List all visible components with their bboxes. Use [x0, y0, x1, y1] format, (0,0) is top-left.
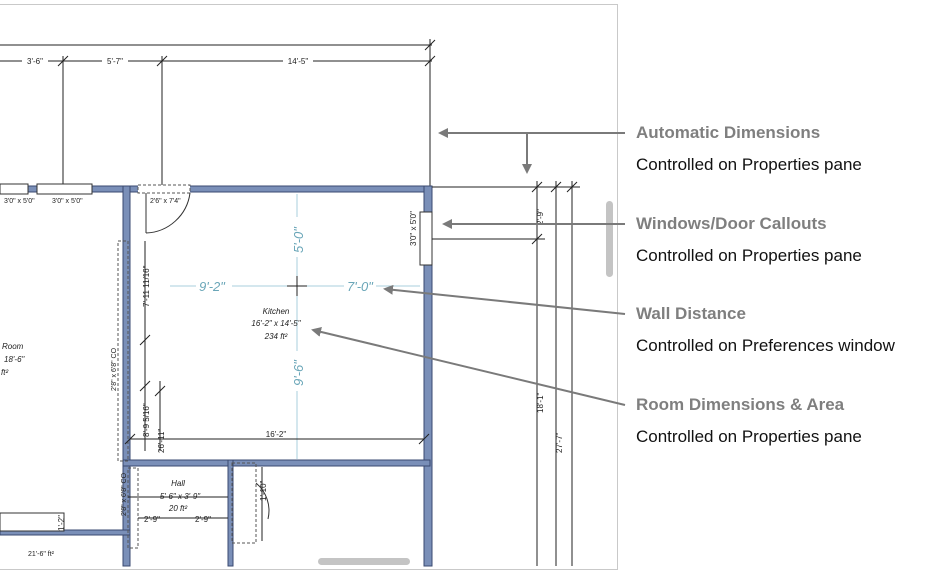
wall-distance-left: 9'-2": [199, 279, 226, 294]
wall-distance-right: 7'-0": [347, 279, 374, 294]
callout-desc-window-door-callouts: Controlled on Properties pane: [636, 246, 862, 265]
misc-label: 1'-2": [57, 515, 66, 531]
callout-title-wall-distance: Wall Distance: [636, 304, 746, 323]
interior-dim: 16'-2": [266, 430, 287, 439]
wall-distance-down: 9'-6": [291, 359, 306, 386]
room-left-area: ft²: [1, 368, 8, 377]
wall-distance-up: 5'-0": [291, 226, 306, 253]
interior-dim: 8'-9 5/16": [142, 403, 151, 437]
door-callout: 2'6" x 7'4": [150, 198, 181, 205]
callout-title-room-dimensions: Room Dimensions & Area: [636, 395, 845, 414]
exterior-dim: 27'-7": [555, 432, 564, 453]
room-left-size: 18'-6": [4, 355, 26, 364]
door-callout: 2'8" x 6'8" CO: [111, 347, 118, 391]
exterior-dim: 2'-9": [536, 209, 545, 225]
horizontal-scrollbar[interactable]: [318, 558, 410, 565]
hall-dim: 1'-10": [259, 480, 268, 501]
kitchen-size: 16'-2" x 14'-5": [251, 319, 301, 328]
callout-desc-wall-distance: Controlled on Preferences window: [636, 336, 895, 355]
interior-dim: 26'-11": [157, 429, 166, 453]
kitchen-area: 234 ft²: [264, 332, 288, 341]
misc-label: 21'-6" ft²: [28, 551, 55, 558]
callout-desc-room-dimensions: Controlled on Properties pane: [636, 427, 862, 446]
exterior-dim: 18'-1": [536, 392, 545, 413]
window-callout: 3'0" x 5'0": [52, 198, 83, 205]
hall-size: 5'-6" x 3'-9": [160, 492, 201, 501]
door-callout: 2'8" x 6'8" CO: [121, 472, 128, 516]
vertical-scrollbar[interactable]: [606, 201, 613, 277]
hall-name: Hall: [171, 479, 185, 488]
top-dim-3: 14'-5": [288, 57, 309, 66]
callout-desc-automatic-dimensions: Controlled on Properties pane: [636, 155, 862, 174]
top-dim-1: 3'-6": [27, 57, 43, 66]
window-callout: 3'0" x 5'0": [409, 211, 418, 246]
hall-dim: 2'-9": [195, 515, 211, 524]
floor-plan-canvas[interactable]: 3'-6" 5'-7" 14'-5" 3'0" x 5'0" 3'0" x 5'…: [0, 4, 618, 570]
interior-dim: 7'-11 11/16": [142, 265, 151, 307]
arrow-wall-distance: [383, 284, 626, 315]
arrow-room-dimensions: [311, 327, 626, 406]
window-callout: 3'0" x 5'0": [4, 198, 35, 205]
kitchen-name: Kitchen: [263, 307, 290, 316]
callout-title-automatic-dimensions: Automatic Dimensions: [636, 123, 821, 142]
hall-dim: 2'-9": [144, 515, 160, 524]
room-left-name: Room: [2, 342, 24, 351]
top-dim-2: 5'-7": [107, 57, 123, 66]
hall-area: 20 ft²: [168, 504, 188, 513]
callout-title-window-door-callouts: Windows/Door Callouts: [636, 214, 827, 233]
